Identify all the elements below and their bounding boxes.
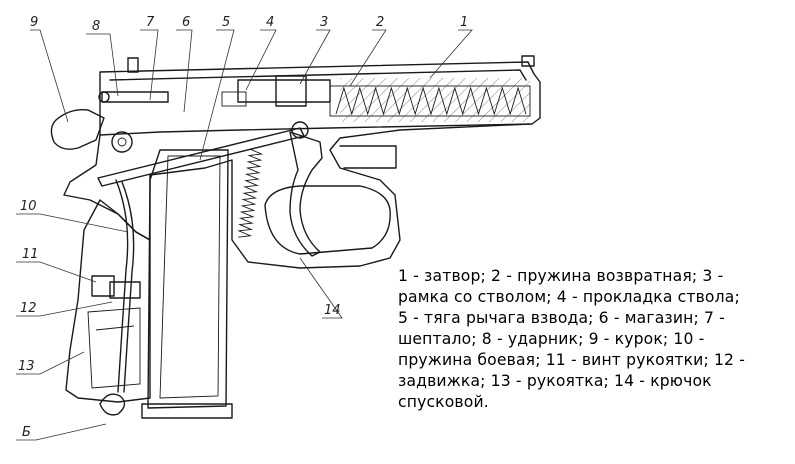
- callout-3: 3: [320, 15, 328, 30]
- frame-outline: [63, 123, 531, 269]
- firing-pin-part: [98, 91, 169, 103]
- grip-part: [65, 199, 151, 403]
- callout-12: 12: [20, 301, 37, 316]
- parts-legend: 1 - затвор; 2 - пружина возвратная; 3 - …: [398, 266, 790, 413]
- mainspring-part: [237, 148, 264, 238]
- legend-line: задвижка; 13 - рукоятка; 14 - крючок: [398, 372, 712, 390]
- callout-b: Б: [22, 425, 31, 440]
- grip-screw-part: [91, 275, 141, 299]
- trigger-part: [289, 121, 323, 257]
- callout-5: 5: [222, 15, 230, 30]
- callout-13: 13: [18, 359, 35, 374]
- callout-1: 1: [460, 15, 468, 30]
- leader-lines: [16, 29, 473, 441]
- legend-line: шептало; 8 - ударник; 9 - курок; 10 -: [398, 330, 705, 348]
- legend-line: 5 - тяга рычага взвода; 6 - магазин; 7 -: [398, 309, 725, 327]
- slide-part: [99, 55, 541, 136]
- callout-6: 6: [182, 15, 190, 30]
- callout-4: 4: [266, 15, 274, 30]
- callout-8: 8: [92, 19, 100, 34]
- hammer-part: [50, 109, 133, 153]
- callout-2: 2: [376, 15, 384, 30]
- legend-line: 1 - затвор; 2 - пружина возвратная; 3 -: [398, 267, 724, 285]
- callout-9: 9: [30, 15, 38, 30]
- frame-with-barrel-part: [221, 75, 331, 107]
- legend-line: спусковой.: [398, 393, 489, 411]
- magazine-part: [141, 149, 233, 419]
- callout-7: 7: [146, 15, 155, 30]
- callout-14: 14: [324, 303, 341, 318]
- callout-labels: 9 8 7 6 5 4 3 2 1 10 11 12 13 14 Б: [18, 15, 468, 440]
- legend-line: пружина боевая; 11 - винт рукоятки; 12 -: [398, 351, 745, 369]
- callout-11: 11: [22, 247, 39, 262]
- callout-10: 10: [20, 199, 37, 214]
- legend-line: рамка со стволом; 4 - прокладка ствола;: [398, 288, 740, 306]
